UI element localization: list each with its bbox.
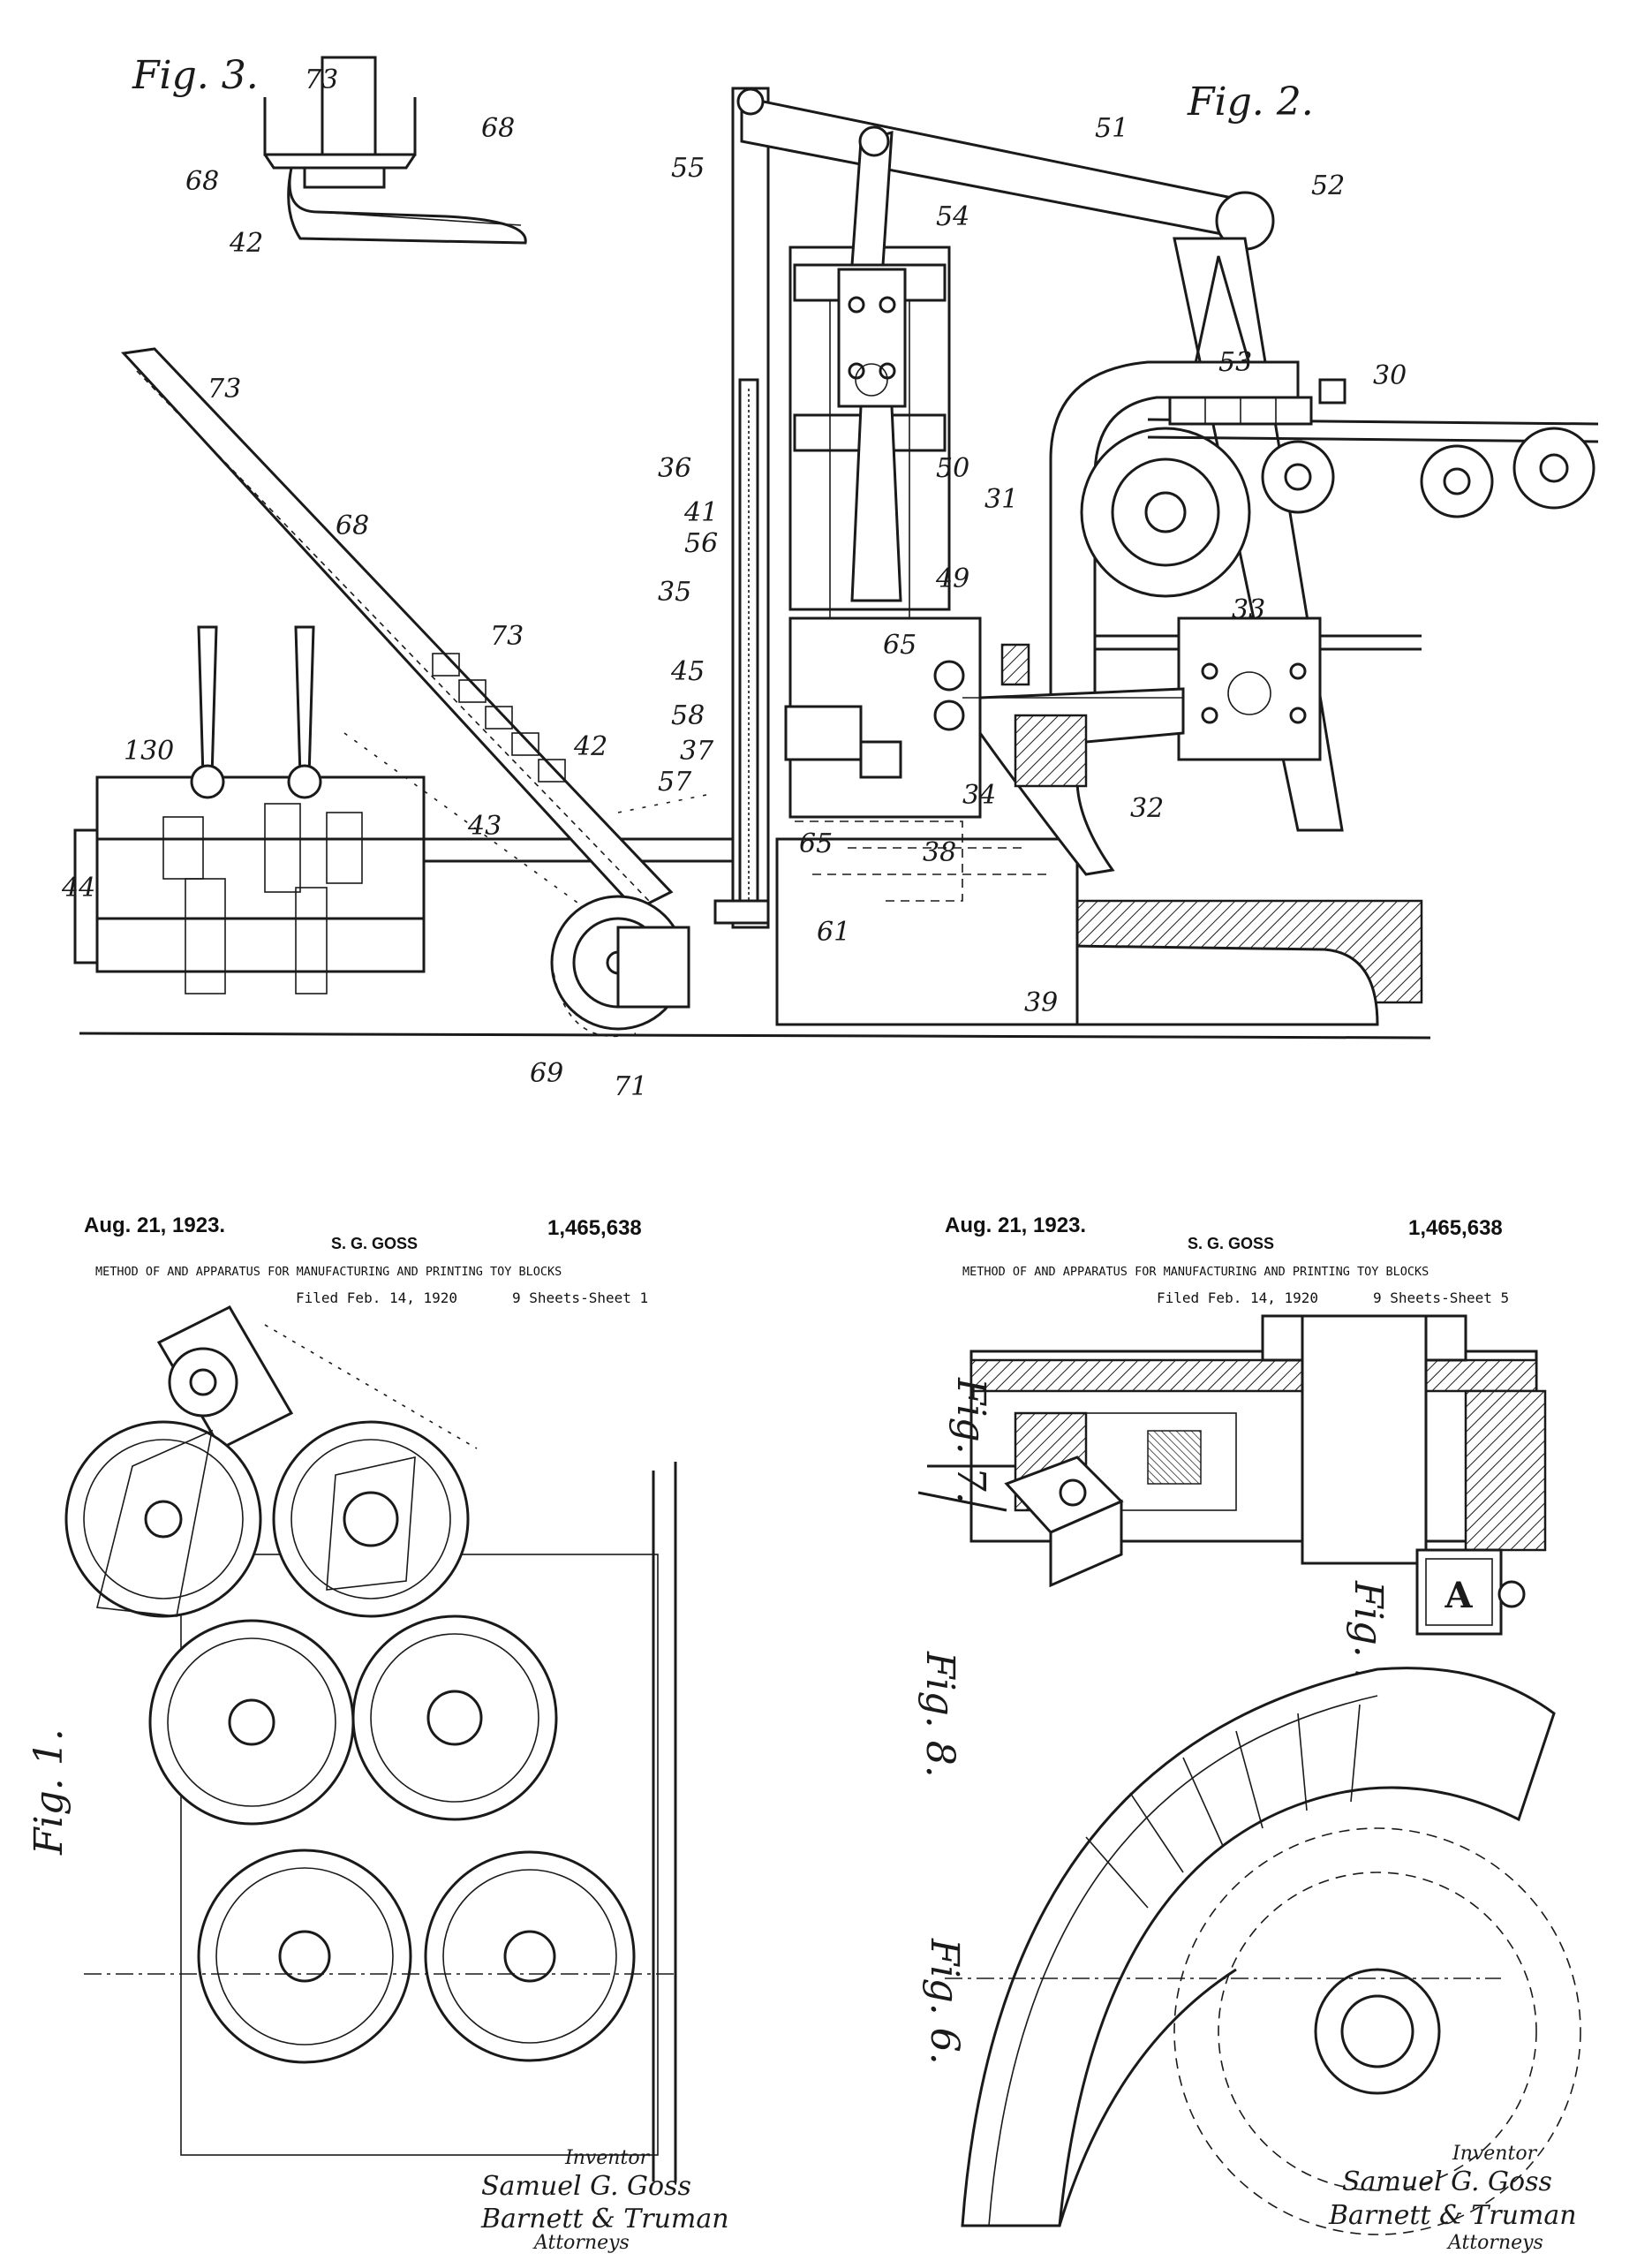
- sheet5-attorneys-firm: Barnett & Truman: [1328, 2200, 1577, 2231]
- ref-label: 68: [481, 113, 515, 144]
- sheet1-attorneys-label: Attorneys: [532, 2232, 630, 2254]
- ref-label: 52: [1311, 170, 1345, 201]
- ref-label: 53: [1218, 347, 1252, 378]
- ref-label: 58: [671, 700, 705, 731]
- fig6-label: Fig. 6.: [922, 1938, 967, 2065]
- ref-label: 41: [683, 497, 718, 528]
- sheet1-patent-number: 1,465,638: [547, 1216, 642, 1240]
- ref-label: 30: [1373, 360, 1407, 391]
- sheet5-title: METHOD OF AND APPARATUS FOR MANUFACTURIN…: [962, 1265, 1429, 1279]
- sheet1-title: METHOD OF AND APPARATUS FOR MANUFACTURIN…: [95, 1265, 562, 1279]
- sheet1-inventor-label: Inventor: [564, 2147, 651, 2169]
- sheet5-sheet-number: 9 Sheets-Sheet 5: [1373, 1289, 1509, 1306]
- ref-label: 49: [935, 563, 969, 594]
- ref-label: 43: [467, 811, 502, 842]
- ref-label: 73: [207, 374, 241, 405]
- ref-label: 130: [124, 736, 174, 767]
- ref-label: 51: [1095, 113, 1128, 144]
- sheet5-attorneys-label: Attorneys: [1446, 2232, 1543, 2254]
- ref-label: 68: [185, 166, 219, 197]
- fig6-drawing: [945, 1667, 1581, 2235]
- ref-label: 37: [680, 736, 714, 767]
- ref-label: 36: [658, 453, 691, 484]
- ref-label: 54: [936, 201, 969, 232]
- sheet1-filed: Filed Feb. 14, 1920: [296, 1289, 457, 1306]
- fig9-drawing: [1415, 1548, 1526, 1636]
- fig8-drawing: [917, 1456, 1124, 1588]
- fig9-block-letter: A: [1444, 1575, 1473, 1616]
- ref-label: 33: [1232, 594, 1265, 625]
- ref-label: 42: [573, 731, 607, 762]
- sheet1-date: Aug. 21, 1923.: [84, 1214, 225, 1237]
- ref-label: 68: [336, 510, 369, 541]
- ref-label: 71: [614, 1071, 647, 1102]
- ref-label: 34: [962, 780, 996, 811]
- sheet5-patent-number: 1,465,638: [1408, 1216, 1503, 1240]
- ref-label: 32: [1130, 793, 1164, 824]
- fig1-drawing: [64, 1305, 677, 2182]
- ref-label: 69: [530, 1058, 563, 1089]
- sheet5-date: Aug. 21, 1923.: [945, 1214, 1086, 1237]
- ref-label: 55: [671, 153, 705, 184]
- fig2-label: Fig. 2.: [1187, 79, 1314, 125]
- ref-label: 65: [883, 630, 917, 661]
- sheet5-filed: Filed Feb. 14, 1920: [1157, 1289, 1318, 1306]
- ref-label: 56: [684, 528, 718, 559]
- sheet1-signature: Samuel G. Goss: [481, 2171, 691, 2202]
- fig3-label: Fig. 3.: [132, 53, 259, 98]
- ref-label: 61: [817, 917, 850, 948]
- ref-label: 35: [658, 577, 691, 608]
- ref-label: 31: [984, 484, 1018, 515]
- sheet5-inventor: S. G. GOSS: [1188, 1235, 1274, 1252]
- ref-label: 73: [490, 621, 524, 652]
- sheet1-attorneys-firm: Barnett & Truman: [480, 2204, 729, 2235]
- sheet5-inventor-label: Inventor: [1452, 2143, 1538, 2165]
- ref-label: 73: [305, 64, 338, 95]
- ref-label: 44: [61, 873, 95, 904]
- fig8-label: Fig. 8.: [917, 1651, 962, 1778]
- fig7-drawing: [927, 1314, 1547, 1565]
- ref-label: 39: [1024, 987, 1058, 1018]
- ref-label: 45: [670, 656, 705, 687]
- ref-label: 57: [658, 767, 692, 798]
- sheet1-sheet-number: 9 Sheets-Sheet 1: [512, 1289, 648, 1306]
- ref-label: 38: [923, 837, 956, 868]
- sheet5-signature: Samuel G. Goss: [1342, 2166, 1552, 2197]
- fig7-label: Fig. 7.: [948, 1377, 993, 1504]
- ref-label: 42: [229, 228, 263, 259]
- sheet1-inventor: S. G. GOSS: [331, 1235, 418, 1252]
- ref-label: 50: [936, 453, 969, 484]
- fig1-label: Fig. 1.: [26, 1728, 72, 1856]
- ref-label: 65: [799, 828, 833, 859]
- fig3-drawing: [263, 56, 527, 245]
- fig2-drawing: [73, 87, 1599, 1040]
